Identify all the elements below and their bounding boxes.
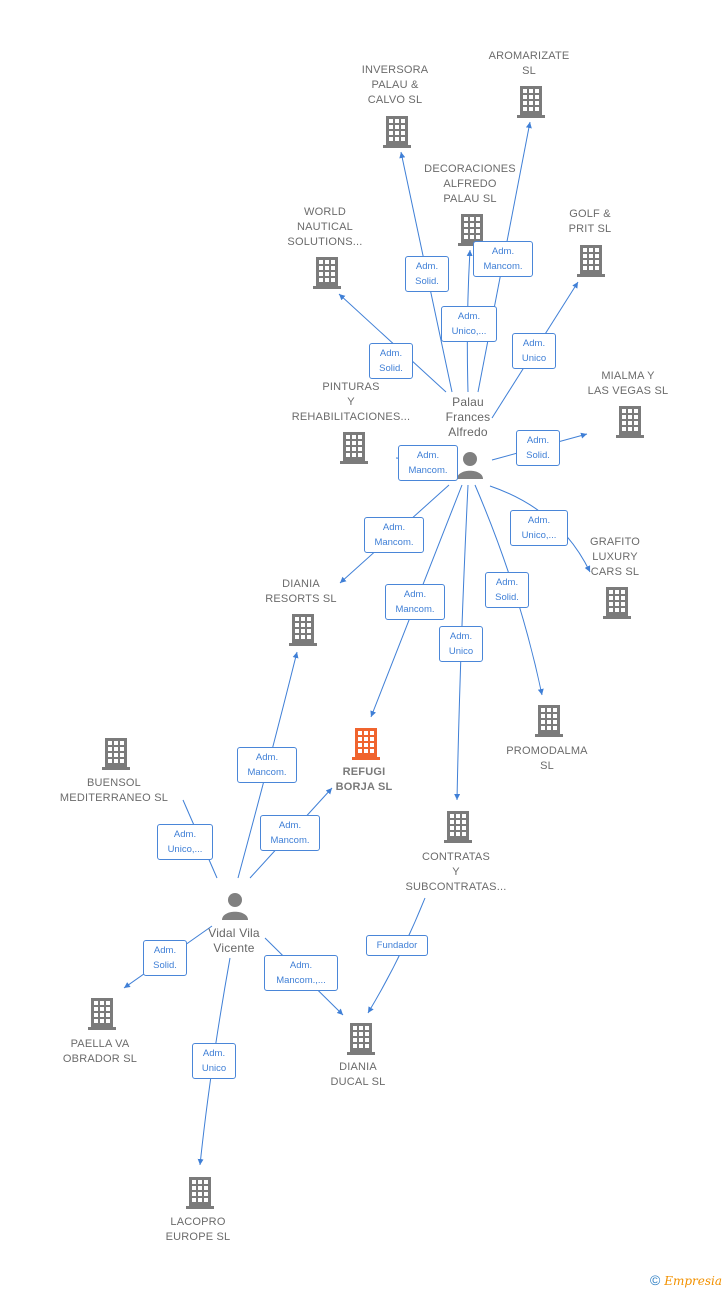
inversora-building-icon bbox=[383, 116, 411, 148]
role-badge-fundador[interactable]: Fundador bbox=[366, 935, 428, 956]
copyright-icon: © bbox=[650, 1272, 661, 1288]
role-badge-refugi-vidal[interactable]: Adm. Mancom. bbox=[260, 815, 320, 851]
role-badge-diania-resorts[interactable]: Adm. Mancom. bbox=[364, 517, 424, 553]
role-badge-diania-ducal[interactable]: Adm. Mancom.,... bbox=[264, 955, 338, 991]
role-badge-buensol[interactable]: Adm. Unico,... bbox=[157, 824, 213, 860]
role-badge-lacopro[interactable]: Adm. Unico bbox=[192, 1043, 236, 1079]
contratas-building-icon bbox=[444, 811, 472, 843]
company-label-decoraciones[interactable]: DECORACIONES ALFREDO PALAU SL bbox=[424, 163, 516, 205]
mialma-building-icon bbox=[616, 406, 644, 438]
role-badge-refugi-palau[interactable]: Adm. Mancom. bbox=[385, 584, 445, 620]
company-label-aromarizate[interactable]: AROMARIZATE SL bbox=[488, 50, 570, 77]
company-label-diania-resorts[interactable]: DIANIA RESORTS SL bbox=[265, 578, 337, 605]
diania-ducal-building-icon bbox=[347, 1023, 375, 1055]
promodalma-building-icon bbox=[535, 705, 563, 737]
role-badge-diania-resorts-vidal[interactable]: Adm. Mancom. bbox=[237, 747, 297, 783]
world-building-icon bbox=[313, 257, 341, 289]
pinturas-building-icon bbox=[340, 432, 368, 464]
role-badge-pinturas[interactable]: Adm. Mancom. bbox=[398, 445, 458, 481]
company-label-inversora[interactable]: INVERSORA PALAU & CALVO SL bbox=[361, 64, 429, 106]
aromarizate-building-icon bbox=[517, 86, 545, 118]
company-label-lacopro[interactable]: LACOPRO EUROPE SL bbox=[165, 1216, 231, 1243]
company-label-contratas[interactable]: CONTRATAS Y SUBCONTRATAS... bbox=[405, 851, 507, 893]
company-label-mialma[interactable]: MIALMA Y LAS VEGAS SL bbox=[587, 370, 669, 397]
role-badge-mialma[interactable]: Adm. Solid. bbox=[516, 430, 560, 466]
role-badge-decoraciones[interactable]: Adm. Unico,... bbox=[441, 306, 497, 342]
buensol-building-icon bbox=[102, 738, 130, 770]
company-label-paella[interactable]: PAELLA VA OBRADOR SL bbox=[62, 1038, 138, 1065]
company-label-promodalma[interactable]: PROMODALMA SL bbox=[506, 745, 588, 772]
paella-building-icon bbox=[88, 998, 116, 1030]
role-badge-aromarizate[interactable]: Adm. Mancom. bbox=[473, 241, 533, 277]
company-label-golf[interactable]: GOLF & PRIT SL bbox=[568, 208, 612, 235]
person-label-vidal[interactable]: Vidal Vila Vicente bbox=[208, 926, 260, 955]
edge-fundador bbox=[367, 897, 426, 1014]
brand-footer[interactable]: © Empresia bbox=[650, 1272, 722, 1288]
role-badge-grafito[interactable]: Adm. Unico,... bbox=[510, 510, 568, 546]
role-badge-inversora[interactable]: Adm. Solid. bbox=[405, 256, 449, 292]
company-label-pinturas[interactable]: PINTURAS Y REHABILITACIONES... bbox=[291, 381, 411, 423]
diania-resorts-building-icon bbox=[289, 614, 317, 646]
edges bbox=[123, 121, 591, 1166]
role-badge-contratas[interactable]: Adm. Unico bbox=[439, 626, 483, 662]
company-label-buensol[interactable]: BUENSOL MEDITERRANEO SL bbox=[59, 777, 169, 804]
role-badge-golf[interactable]: Adm. Unico bbox=[512, 333, 556, 369]
person-label-palau[interactable]: Palau Frances Alfredo bbox=[445, 395, 491, 439]
person-icon-palau bbox=[457, 452, 483, 479]
role-badge-world[interactable]: Adm. Solid. bbox=[369, 343, 413, 379]
company-label-diania-ducal[interactable]: DIANIA DUCAL SL bbox=[330, 1061, 386, 1088]
company-label-world[interactable]: WORLD NAUTICAL SOLUTIONS... bbox=[287, 206, 363, 248]
person-icon-vidal bbox=[222, 893, 248, 920]
role-badge-paella[interactable]: Adm. Solid. bbox=[143, 940, 187, 976]
company-label-refugi[interactable]: REFUGI BORJA SL bbox=[335, 766, 393, 793]
lacopro-building-icon bbox=[186, 1177, 214, 1209]
role-badge-promodalma[interactable]: Adm. Solid. bbox=[485, 572, 529, 608]
golf-building-icon bbox=[577, 245, 605, 277]
grafito-building-icon bbox=[603, 587, 631, 619]
brand-name: Empresia bbox=[664, 1274, 722, 1288]
company-label-grafito[interactable]: GRAFITO LUXURY CARS SL bbox=[589, 536, 641, 578]
refugi-building-icon bbox=[352, 728, 380, 760]
